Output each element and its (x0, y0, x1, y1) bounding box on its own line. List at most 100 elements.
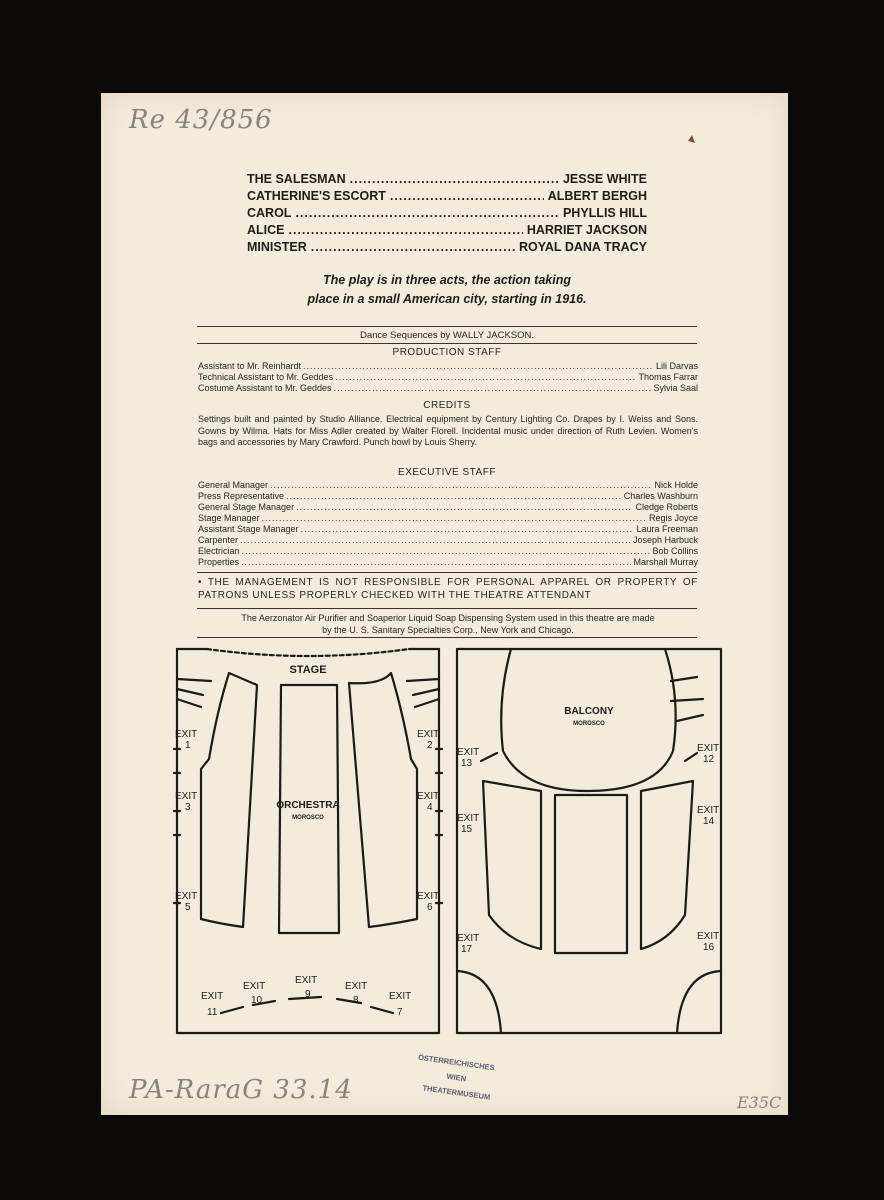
orchestra-center-section (277, 683, 341, 935)
handwritten-accession-number: Re 43/856 (129, 105, 273, 135)
handwritten-shelfmark: PA-RaraG 33.14 (129, 1075, 353, 1105)
exit-number: 4 (427, 802, 433, 813)
exit-label: EXIT (697, 743, 719, 754)
dot-leader: ........................................… (300, 524, 635, 534)
staff-row: Stage Manager ..........................… (198, 513, 698, 524)
balcony-label: BALCONY (564, 706, 614, 717)
dot-leader: ........................................… (270, 480, 652, 490)
staff-name: Nick Holde (654, 480, 698, 490)
staff-name: Marshall Murray (633, 557, 698, 567)
dance-credit: Dance Sequences by WALLY JACKSON. (359, 330, 535, 341)
stamp-line: THEATERMUSEUM (422, 1083, 491, 1101)
staff-name: Thomas Farrar (638, 372, 698, 382)
staff-name: Cledge Roberts (635, 502, 698, 512)
staff-role: Assistant to Mr. Reinhardt (198, 361, 302, 371)
theatre-name: MOROSCO (292, 815, 324, 821)
theatre-name: MOROSCO (573, 721, 605, 727)
balcony-left-wing (481, 779, 543, 951)
cast-role: MINISTER (247, 240, 307, 254)
credits-text: Settings built and painted by Studio All… (198, 414, 698, 447)
cast-role: CATHERINE'S ESCORT (247, 189, 386, 203)
exit-label: EXIT (697, 805, 719, 816)
exit-label: EXIT (697, 931, 719, 942)
staff-name: Joseph Harbuck (632, 535, 698, 545)
exit-label: EXIT (417, 729, 439, 740)
balcony-wall (455, 647, 723, 1035)
ink-mark (688, 135, 695, 143)
exit-label: EXIT (295, 975, 317, 986)
staff-role: Stage Manager (198, 513, 260, 523)
balcony-front (500, 647, 677, 793)
exit-number: 15 (461, 824, 473, 835)
staff-role: General Manager (198, 480, 269, 490)
dot-leader: ........................................… (389, 189, 544, 203)
divider-rule (197, 572, 697, 573)
synopsis-line: place in a small American city, starting… (307, 292, 587, 306)
cast-role: ALICE (247, 223, 285, 237)
exit-label: EXIT (201, 991, 223, 1002)
staff-role: Carpenter (198, 535, 239, 545)
staff-name: Bob Collins (652, 546, 698, 556)
staff-row: Electrician ............................… (198, 546, 698, 557)
exit-number: 16 (703, 942, 715, 953)
staff-name: Lili Darvas (655, 361, 698, 371)
staff-role: Costume Assistant to Mr. Geddes (198, 383, 332, 393)
staff-role: Assistant Stage Manager (198, 524, 299, 534)
program-sheet: Re 43/856 THE SALESMAN .................… (101, 93, 788, 1115)
exit-number: 6 (427, 902, 433, 913)
staff-row: General Stage Manager ..................… (198, 502, 698, 513)
exit-number: 12 (703, 754, 715, 765)
dot-leader: ........................................… (295, 206, 559, 220)
divider-rule (197, 608, 697, 609)
purifier-line: The Aerzonator Air Purifier and Soaperio… (241, 613, 655, 623)
staff-role: Technical Assistant to Mr. Geddes (198, 372, 334, 382)
cast-actor: JESSE WHITE (562, 172, 647, 186)
orchestra-left-section (199, 671, 259, 929)
museum-stamp: ÖSTERREICHISCHES WIEN THEATERMUSEUM (418, 1053, 496, 1102)
exit-number: 5 (185, 902, 191, 913)
orchestra-label: ORCHESTRA (276, 800, 339, 811)
dot-leader: ........................................… (241, 546, 651, 556)
cast-actor: ROYAL DANA TRACY (518, 240, 647, 254)
staff-row: General Manager ........................… (198, 480, 698, 491)
stamp-line: ÖSTERREICHISCHES (418, 1053, 496, 1073)
staff-role: Properties (198, 557, 240, 567)
orchestra-right-section (347, 671, 419, 929)
staff-row: Technical Assistant to Mr. Geddes ......… (198, 372, 698, 383)
staff-name: Charles Washburn (623, 491, 698, 501)
staff-role: Electrician (198, 546, 240, 556)
dot-leader: ........................................… (240, 535, 631, 545)
exit-label: EXIT (417, 891, 439, 902)
cast-line: ALICE ..................................… (247, 223, 647, 241)
balcony-corner (455, 969, 503, 1035)
balcony-center-section (553, 793, 629, 955)
exit-label: EXIT (175, 729, 197, 740)
exit-label: EXIT (389, 991, 411, 1002)
cast-line: CAROL ..................................… (247, 206, 647, 224)
dot-leader: ........................................… (303, 361, 654, 371)
dot-leader: ........................................… (310, 240, 515, 254)
cast-actor: ALBERT BERGH (547, 189, 647, 203)
exit-number: 2 (427, 740, 433, 751)
exit-number: 17 (461, 944, 473, 955)
exit-label: EXIT (243, 981, 265, 992)
dot-leader: ........................................… (261, 513, 647, 523)
staff-name: Sylvia Saal (653, 383, 698, 393)
exit-number: 9 (305, 989, 311, 1000)
cast-line: CATHERINE'S ESCORT .....................… (247, 189, 647, 207)
dot-leader: ........................................… (333, 383, 652, 393)
staff-row: Carpenter ..............................… (198, 535, 698, 546)
executive-staff-heading: EXECUTIVE STAFF (398, 467, 496, 478)
exit-number: 14 (703, 816, 715, 827)
staff-role: Press Representative (198, 491, 285, 501)
staff-row: Assistant to Mr. Reinhardt .............… (198, 361, 698, 372)
cast-actor: PHYLLIS HILL (562, 206, 647, 220)
dot-leader: ........................................… (296, 502, 634, 512)
exit-number: 10 (251, 995, 263, 1006)
staff-row: Costume Assistant to Mr. Geddes ........… (198, 383, 698, 394)
credits-heading: CREDITS (423, 400, 471, 411)
exit-label: EXIT (345, 981, 367, 992)
management-notice: • THE MANAGEMENT IS NOT RESPONSIBLE FOR … (198, 577, 698, 601)
balcony-corner (675, 969, 723, 1035)
dot-leader: ........................................… (349, 172, 559, 186)
